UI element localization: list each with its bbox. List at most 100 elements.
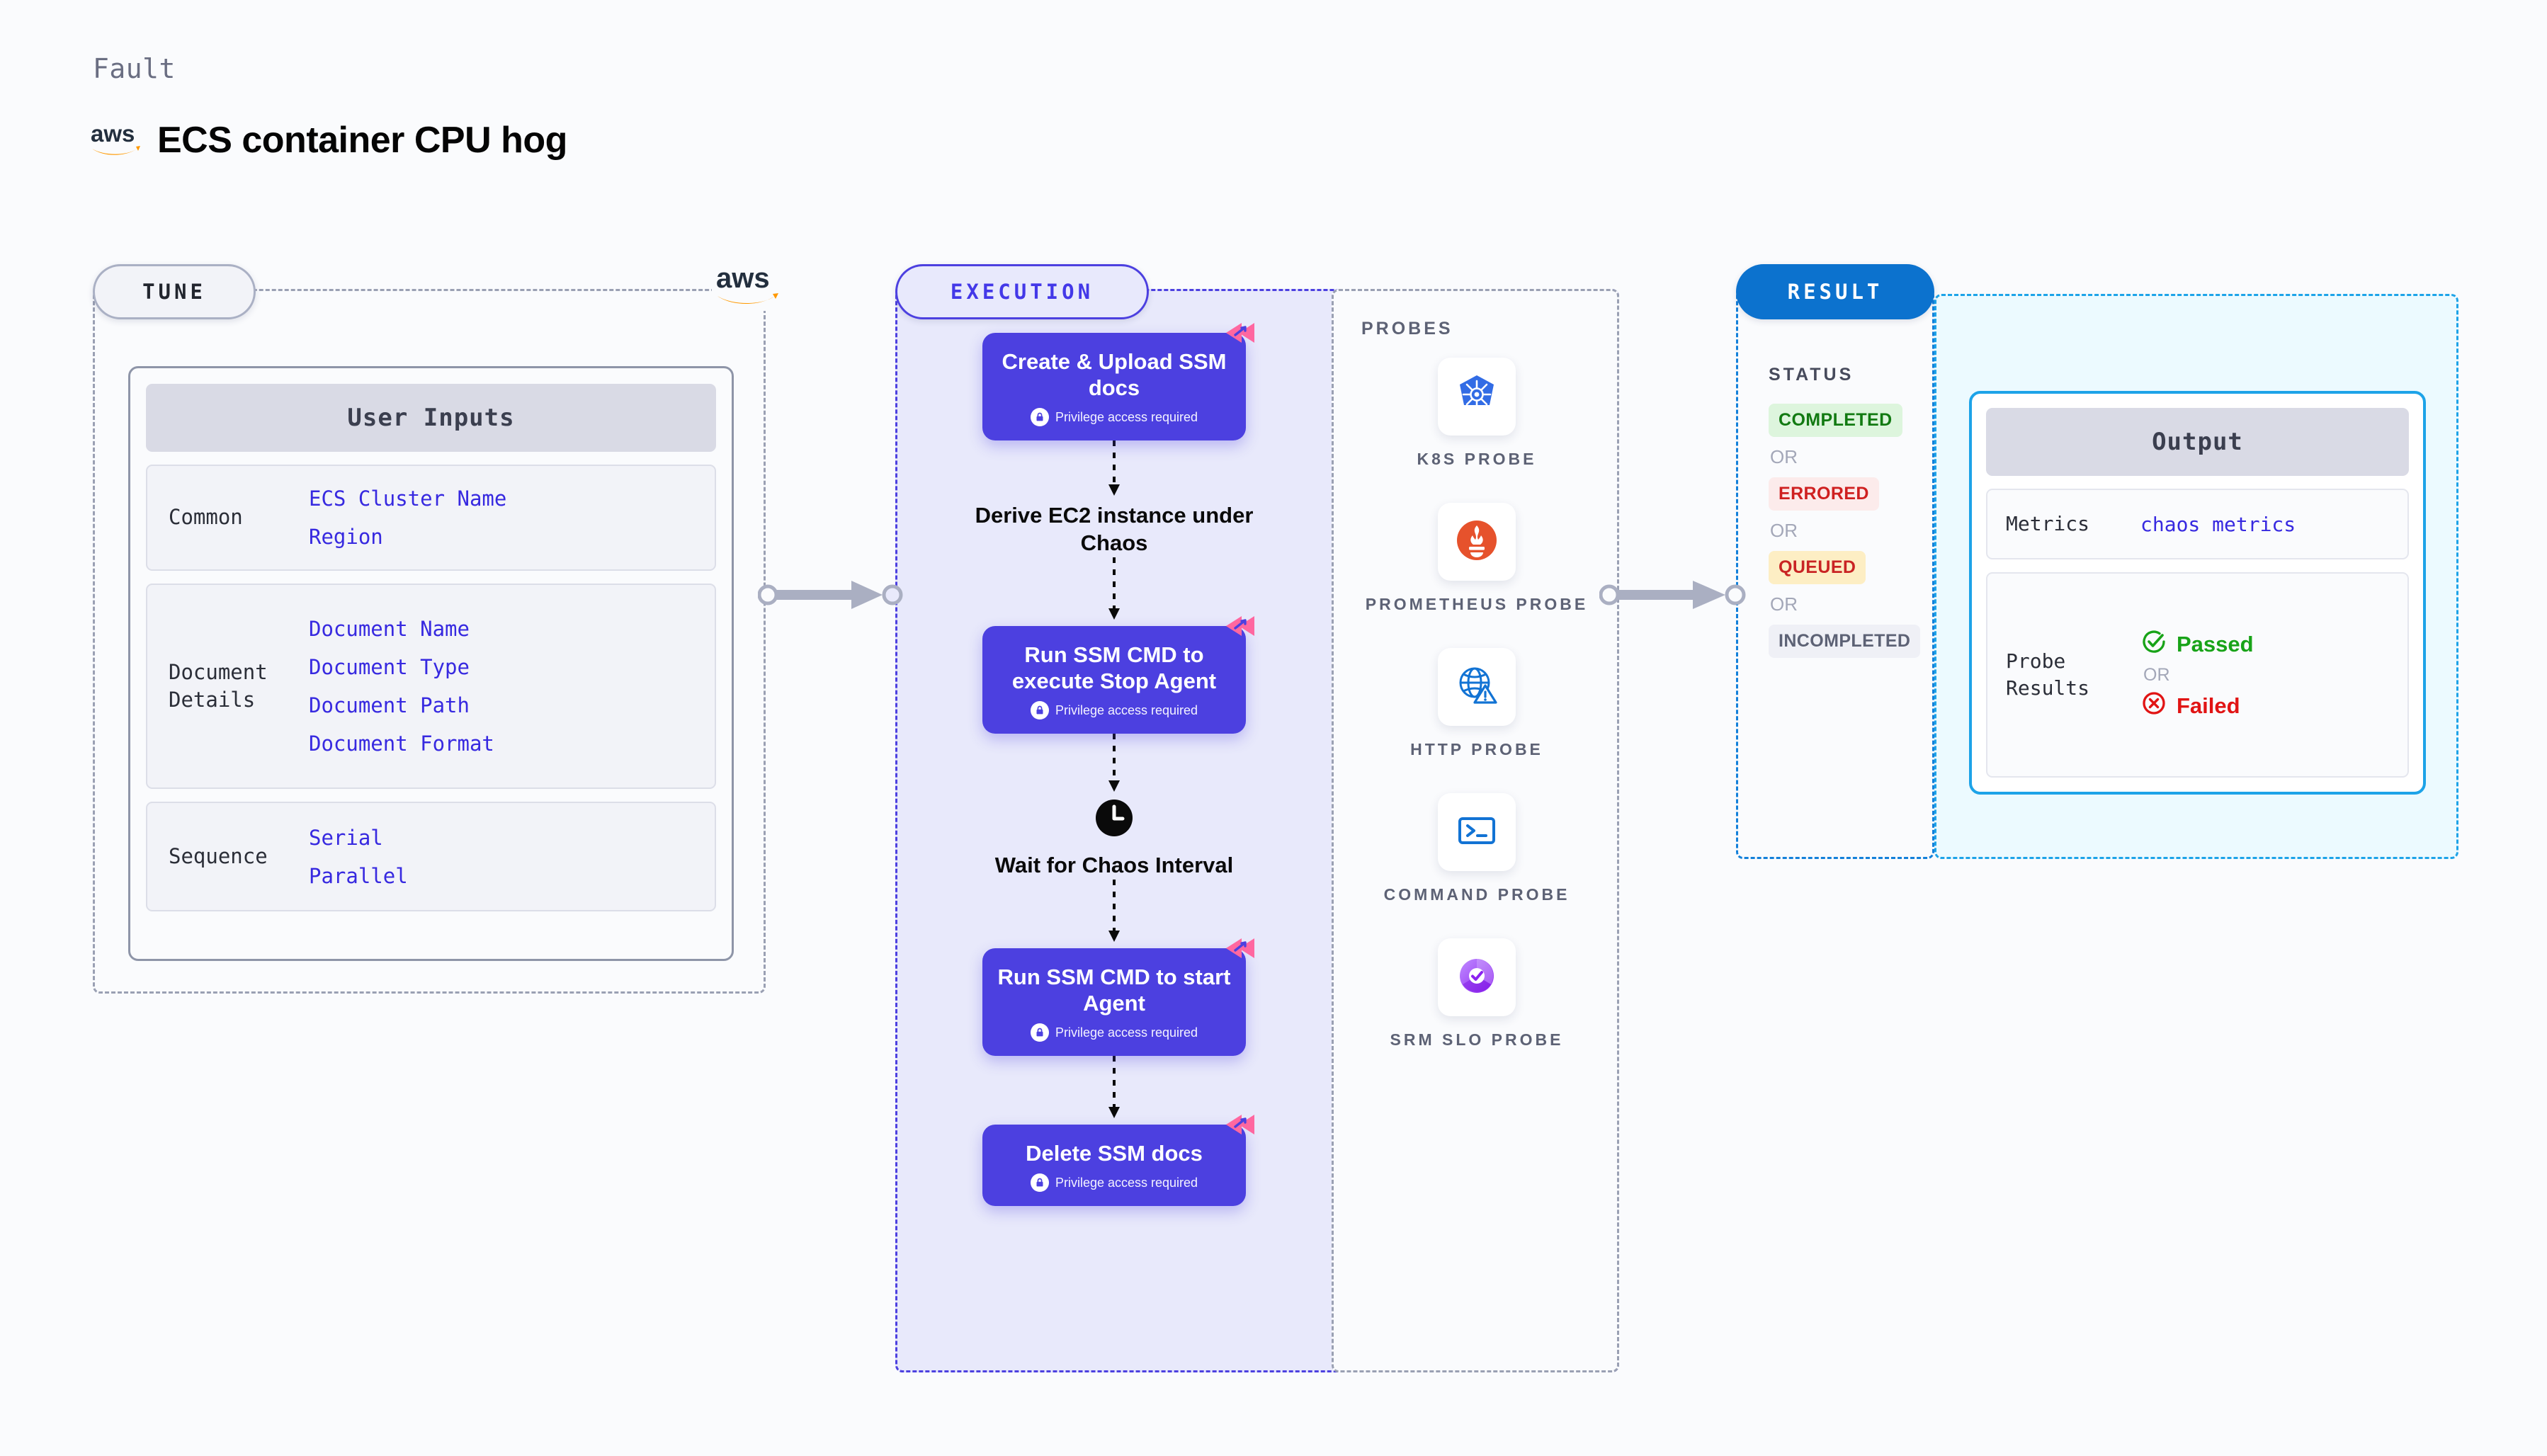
flow-node-run-ssm-cmd-stop-agent[interactable]: Run SSM CMD to execute Stop Agent Privil… (982, 615, 1254, 734)
lock-icon (1030, 408, 1049, 427)
probe-label: COMMAND PROBE (1383, 885, 1570, 904)
tune-pill-label: TUNE (93, 264, 256, 319)
output-header: Output (1986, 408, 2409, 476)
page-eyebrow: Fault (93, 53, 176, 84)
flow-arrow-down (1106, 734, 1123, 798)
input-value[interactable]: ECS Cluster Name (309, 487, 507, 511)
or-separator: OR (1770, 593, 1798, 615)
flow-arrow-down (1106, 440, 1123, 502)
connector-tune-to-execution (757, 577, 907, 616)
probe-tile (1437, 503, 1516, 581)
or-separator: OR (2143, 664, 2170, 685)
probe-result-failed: Failed (2140, 690, 2254, 722)
probe-tile (1438, 793, 1516, 872)
flow-node-privilege-note: Privilege access required (995, 408, 1233, 427)
privilege-label: Privilege access required (1055, 1175, 1198, 1190)
probes-title: PROBES (1361, 319, 1453, 339)
flow-node-delete-ssm-docs[interactable]: Delete SSM docs Privilege access require… (982, 1115, 1254, 1207)
input-group-label: Common (169, 505, 243, 530)
probe-label: HTTP PROBE (1410, 740, 1543, 759)
status-badge-completed: COMPLETED (1769, 404, 1902, 437)
probe-item-command[interactable]: COMMAND PROBE (1384, 793, 1570, 906)
flow-node-privilege-note: Privilege access required (995, 1173, 1233, 1193)
tune-user-inputs-card: User Inputs Common ECS Cluster Name Regi… (128, 366, 734, 961)
probe-item-prometheus[interactable]: PROMETHEUS PROBE (1366, 503, 1588, 615)
input-value[interactable]: Document Format (309, 732, 494, 756)
flow-arrow-down (1106, 1056, 1123, 1125)
input-value[interactable]: Document Path (309, 693, 470, 717)
output-row-metrics: Metrics chaos metrics (1986, 489, 2409, 559)
flow-step-title: Wait for Chaos Interval (994, 853, 1234, 877)
page-title: ECS container CPU hog (157, 119, 567, 161)
probe-tile (1437, 648, 1516, 727)
flow-step-derive-ec2-instance: Derive EC2 instance under Chaos (951, 502, 1277, 557)
output-metrics-value[interactable]: chaos metrics (2140, 512, 2296, 536)
flow-arrow-down (1106, 557, 1123, 626)
terminal-icon (1454, 808, 1499, 857)
kubernetes-icon (1454, 372, 1499, 421)
status-badge-errored: ERRORED (1769, 477, 1879, 511)
privilege-label: Privilege access required (1055, 1025, 1198, 1040)
flow-node-run-ssm-cmd-start-agent[interactable]: Run SSM CMD to start Agent Privilege acc… (982, 938, 1254, 1057)
x-circle-icon (2140, 690, 2167, 722)
aws-watermark-icon: aws (712, 261, 784, 311)
flow-node-title: Run SSM CMD to start Agent (997, 964, 1231, 1016)
flow-node-create-upload-ssm-docs[interactable]: Create & Upload SSM docs Privilege acces… (982, 323, 1254, 441)
clock-icon (995, 798, 1233, 845)
probe-label: SRM SLO PROBE (1390, 1030, 1564, 1050)
probe-result-label: Failed (2177, 693, 2240, 718)
privilege-label: Privilege access required (1055, 703, 1198, 717)
probe-item-srm-slo[interactable]: SRM SLO PROBE (1390, 938, 1564, 1051)
input-group-values: Document Name Document Type Document Pat… (309, 617, 494, 756)
check-circle-icon (2140, 628, 2167, 661)
harness-mark-icon (1223, 933, 1257, 970)
user-inputs-header: User Inputs (146, 384, 716, 452)
harness-mark-icon (1223, 317, 1257, 355)
flow-node-title: Create & Upload SSM docs (1002, 349, 1227, 401)
lock-icon (1030, 701, 1049, 720)
flow-step-wait-for-chaos-interval: Wait for Chaos Interval (995, 798, 1233, 880)
aws-logo-icon: aws (91, 120, 142, 159)
input-value[interactable]: Serial (309, 825, 383, 850)
input-group-values: ECS Cluster Name Region (309, 487, 506, 549)
flow-node-title: Delete SSM docs (1026, 1141, 1203, 1166)
flow-node-privilege-note: Privilege access required (995, 1023, 1233, 1042)
input-group-label: Sequence (169, 843, 268, 868)
input-value[interactable]: Parallel (309, 863, 408, 888)
flow-step-title: Derive EC2 instance under Chaos (975, 503, 1254, 556)
input-group-values: Serial Parallel (309, 826, 408, 888)
probe-result-label: Passed (2177, 631, 2254, 656)
page-title-row: aws ECS container CPU hog (91, 120, 567, 159)
harness-mark-icon (1223, 1109, 1257, 1147)
input-group-sequence: Sequence Serial Parallel (146, 802, 716, 911)
tune-panel-frame (93, 289, 766, 994)
prometheus-icon (1454, 518, 1499, 567)
probes-list: K8S PROBE PROMETHEUS PROBE (1346, 358, 1608, 1051)
result-pill-label: RESULT (1736, 264, 1934, 319)
probe-item-k8s[interactable]: K8S PROBE (1417, 358, 1537, 470)
lock-icon (1030, 1023, 1049, 1042)
flow-node-privilege-note: Privilege access required (995, 701, 1233, 720)
probe-label: PROMETHEUS PROBE (1365, 595, 1589, 614)
status-title: STATUS (1769, 365, 1854, 385)
execution-pill-label: EXECUTION (895, 264, 1149, 319)
probe-tile (1438, 358, 1516, 436)
connector-execution-to-result (1599, 577, 1752, 616)
flow-arrow-down (1106, 879, 1123, 948)
srm-slo-icon (1454, 953, 1499, 1002)
execution-flow: Create & Upload SSM docs Privilege acces… (951, 323, 1277, 1207)
or-separator: OR (1770, 446, 1798, 467)
probe-result-values: Passed OR Failed (2140, 628, 2254, 722)
harness-mark-icon (1223, 610, 1257, 648)
flow-node-title: Run SSM CMD to execute Stop Agent (1011, 642, 1217, 694)
input-value[interactable]: Region (309, 525, 383, 549)
probe-result-passed: Passed (2140, 628, 2254, 661)
input-value[interactable]: Document Name (309, 617, 470, 641)
output-row-label: Metrics (2006, 512, 2090, 536)
input-value[interactable]: Document Type (309, 655, 470, 679)
http-globe-icon (1454, 663, 1499, 712)
probe-item-http[interactable]: HTTP PROBE (1410, 648, 1543, 761)
